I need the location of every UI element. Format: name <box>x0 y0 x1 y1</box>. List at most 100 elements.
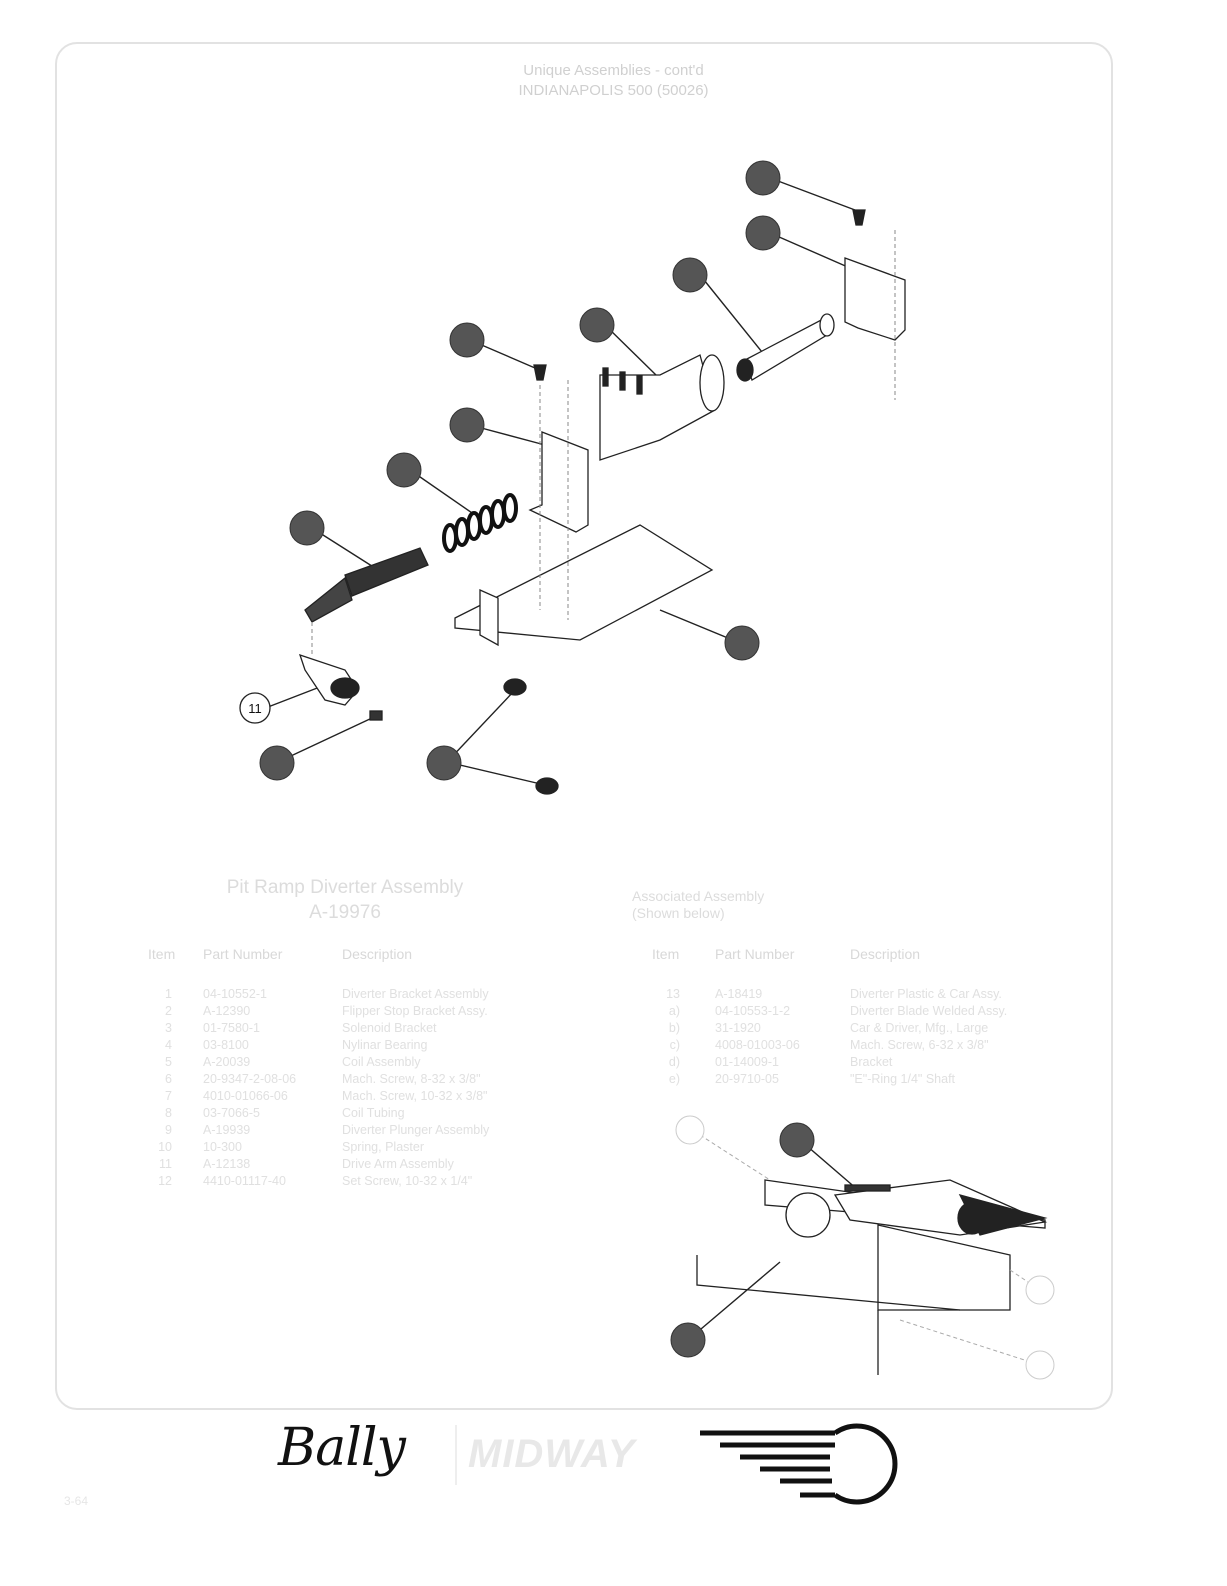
cell-part: 01-14009-1 <box>715 1055 779 1069</box>
leader-line <box>446 689 516 763</box>
callout-bubble <box>386 452 422 488</box>
cell-desc: Spring, Plaster <box>342 1140 424 1154</box>
screw <box>533 364 547 381</box>
callout-bubble <box>579 307 615 343</box>
cell-item: 10 <box>158 1140 172 1154</box>
table-row: e) 20-9710-05 "E"-Ring 1/4" Shaft <box>0 1071 1227 1088</box>
cell-part: A-12138 <box>203 1157 251 1171</box>
leader-line <box>409 469 476 516</box>
cell-part: 04-10552-1 <box>203 987 267 1001</box>
bally-logo: Bally <box>278 1418 406 1478</box>
assoc-col-item: Item <box>652 946 680 962</box>
rubber-cap <box>503 678 527 696</box>
cell-part: 20-9347-2-08-06 <box>203 1072 297 1086</box>
leader-line <box>699 274 771 363</box>
cell-item: 3 <box>165 1021 172 1035</box>
cell-desc: Mach. Screw, 8-32 x 3/8" <box>342 1072 481 1086</box>
cell-part: 20-9710-05 <box>715 1072 779 1086</box>
cell-desc: Solenoid Bracket <box>342 1021 437 1035</box>
callout-bubble <box>779 1122 815 1158</box>
callout-bubble-faint <box>1025 1275 1055 1305</box>
main-table-title: Pit Ramp Diverter Assembly <box>226 877 464 898</box>
cell-part: 31-1920 <box>715 1021 761 1035</box>
cell-item: 5 <box>165 1055 172 1069</box>
cell-item: e) <box>668 1072 680 1086</box>
cell-item: d) <box>668 1055 680 1069</box>
callout-bubble <box>745 160 781 196</box>
cell-item: 2 <box>165 1004 172 1018</box>
diverter-plunger <box>344 547 429 597</box>
cell-item: 9 <box>165 1123 172 1137</box>
callout-label-11: 11 <box>248 701 262 716</box>
cell-item: 8 <box>165 1106 172 1120</box>
bearing-end <box>736 358 754 382</box>
set-screw <box>369 710 383 721</box>
support-bracket <box>877 1224 1011 1311</box>
assoc-table-subtitle: (Shown below) <box>632 905 725 921</box>
callout-bubble-faint <box>675 1115 705 1145</box>
cell-desc: Diverter Bracket Assembly <box>342 987 489 1001</box>
cell-desc: Car & Driver, Mfg., Large <box>850 1021 989 1035</box>
diverter-bracket <box>454 524 714 641</box>
cell-part: A-20039 <box>203 1055 251 1069</box>
callout-bubble <box>449 407 485 443</box>
car-wheel <box>957 1201 987 1235</box>
cell-item: 1 <box>165 987 172 1001</box>
table-row: 10 10-300 Spring, Plaster <box>0 1139 1227 1156</box>
cell-desc: Coil Tubing <box>342 1106 405 1120</box>
midway-wing-logo-icon <box>700 1423 898 1505</box>
cell-desc: "E"-Ring 1/4" Shaft <box>850 1072 956 1086</box>
main-col-item: Item <box>148 946 176 962</box>
plunger-tip <box>304 576 353 623</box>
table-row: 5 A-20039 Coil Assembly <box>0 1054 1227 1071</box>
flipper-stop-bracket <box>844 257 906 341</box>
cell-desc: Drive Arm Assembly <box>342 1157 454 1171</box>
cell-desc: Coil Assembly <box>342 1055 421 1069</box>
cell-desc: Diverter Blade Welded Assy. <box>850 1004 1008 1018</box>
callout-bubble <box>672 257 708 293</box>
coil-lug <box>602 367 609 387</box>
base-outline <box>696 1255 961 1311</box>
cell-item: 4 <box>165 1038 172 1052</box>
coil-end <box>699 354 725 412</box>
cell-desc: Bracket <box>850 1055 893 1069</box>
cell-item: 13 <box>666 987 680 1001</box>
leader-line <box>687 1261 781 1341</box>
page-border <box>55 42 1113 1410</box>
leader-line <box>604 324 657 376</box>
cell-desc: Mach. Screw, 10-32 x 3/8" <box>342 1089 488 1103</box>
leader-line <box>446 761 546 786</box>
cell-item: 12 <box>158 1174 172 1188</box>
cell-part: 10-300 <box>203 1140 242 1154</box>
callout-bubble <box>724 625 760 661</box>
header-line1: Unique Assemblies - cont'd <box>523 62 704 79</box>
callout-bubble <box>670 1322 706 1358</box>
cell-part: 04-10553-1-2 <box>715 1004 791 1018</box>
bracket-flange <box>479 588 499 647</box>
callout-bubble <box>259 745 295 781</box>
assoc-col-desc: Description <box>850 946 921 962</box>
table-row: 3 01-7580-1 Solenoid Bracket <box>0 1020 1227 1037</box>
cell-desc: Diverter Plunger Assembly <box>342 1123 490 1137</box>
cell-item: a) <box>668 1004 680 1018</box>
screw <box>852 209 866 226</box>
leader-line <box>267 684 326 708</box>
cell-part: 4008-01003-06 <box>715 1038 800 1052</box>
cell-item: c) <box>669 1038 680 1052</box>
cell-desc: Set Screw, 10-32 x 1/4" <box>342 1174 473 1188</box>
cell-part: 01-7580-1 <box>203 1021 260 1035</box>
cell-part: 4010-01066-06 <box>203 1089 288 1103</box>
page-number: 3-64 <box>64 1494 89 1508</box>
bearing-end <box>819 313 835 337</box>
assembly-guide <box>899 1319 1041 1366</box>
assoc-table-title: Associated Assembly <box>632 888 765 904</box>
